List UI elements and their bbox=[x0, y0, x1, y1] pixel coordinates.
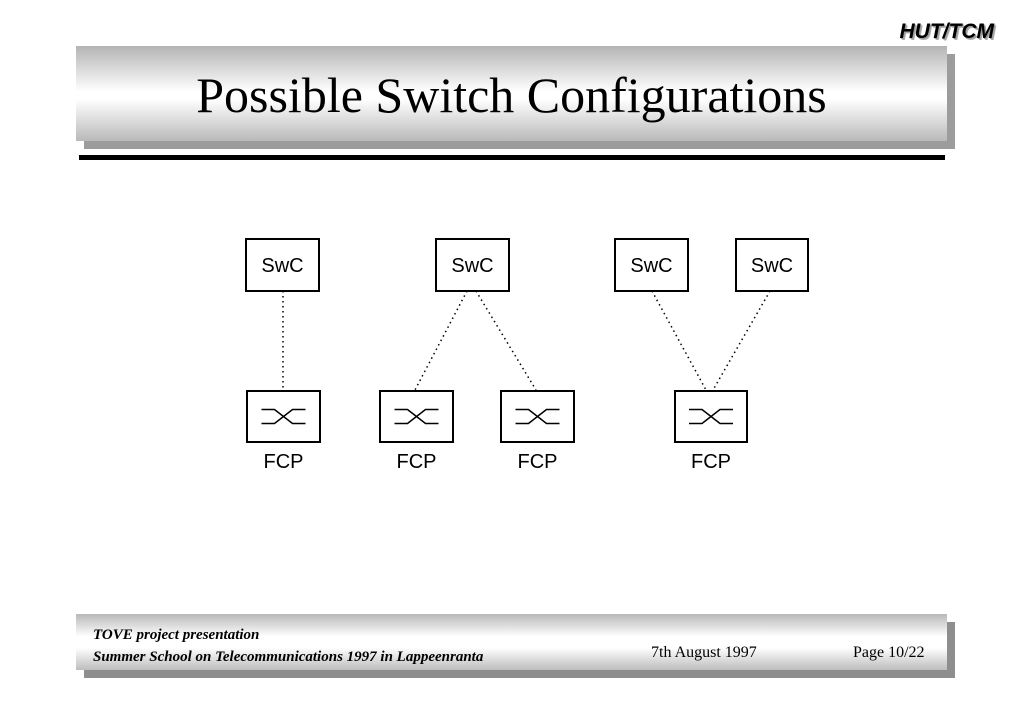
config-group-3: SwC SwC FCP bbox=[614, 238, 809, 473]
fcp-label: FCP bbox=[518, 451, 558, 473]
title-divider bbox=[79, 155, 945, 160]
config-group-2: SwC FCP FCP bbox=[379, 238, 575, 473]
swc-label: SwC bbox=[751, 255, 793, 277]
swc-box bbox=[614, 238, 689, 292]
fcp-label: FCP bbox=[691, 451, 731, 473]
footer-page-number: Page 10/22 bbox=[853, 644, 925, 661]
slide-title: Possible Switch Configurations bbox=[196, 66, 827, 123]
control-link bbox=[651, 290, 707, 391]
swc-label: SwC bbox=[451, 255, 493, 277]
brand-logo-text: HUT/TCM bbox=[899, 20, 994, 43]
switch-crossover-icon bbox=[689, 408, 733, 425]
control-link bbox=[475, 290, 537, 391]
fcp-label: FCP bbox=[397, 451, 437, 473]
footer-line-1: TOVE project presentation bbox=[93, 627, 260, 643]
fcp-box bbox=[379, 390, 454, 443]
switch-crossover-icon bbox=[515, 408, 560, 425]
fcp-label: FCP bbox=[264, 451, 304, 473]
fcp-box bbox=[500, 390, 575, 443]
switch-crossover-icon bbox=[261, 408, 306, 425]
switch-crossover-icon bbox=[394, 408, 439, 425]
title-band: Possible Switch Configurations bbox=[76, 46, 947, 141]
swc-box bbox=[735, 238, 809, 292]
control-link bbox=[414, 290, 468, 391]
footer-line-2: Summer School on Telecommunications 1997… bbox=[93, 649, 484, 665]
control-link bbox=[712, 290, 771, 391]
footer-date: 7th August 1997 bbox=[651, 644, 757, 661]
swc-box bbox=[245, 238, 320, 292]
footer-band: TOVE project presentation Summer School … bbox=[76, 614, 947, 670]
swc-label: SwC bbox=[630, 255, 672, 277]
config-group-1: SwC FCP bbox=[245, 238, 321, 473]
footer-presentation-info: TOVE project presentation Summer School … bbox=[93, 624, 483, 668]
swc-box bbox=[435, 238, 510, 292]
swc-label: SwC bbox=[261, 255, 303, 277]
